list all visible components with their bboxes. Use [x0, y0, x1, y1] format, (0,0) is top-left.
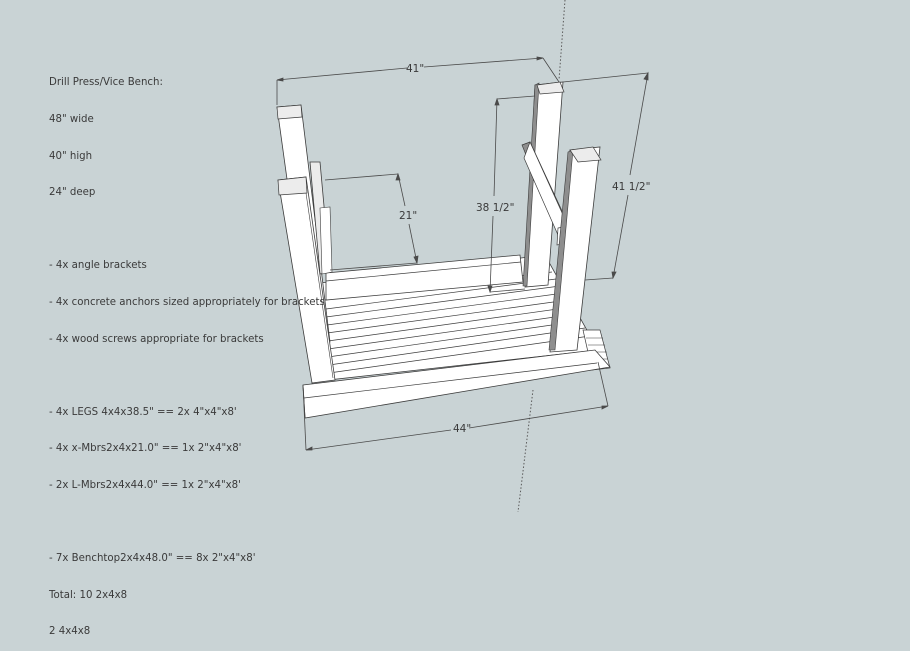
notes-line: - 4x wood screws appropriate for bracket… — [49, 333, 264, 345]
dimension-41in — [276, 56, 560, 105]
dimension-38-5in — [487, 95, 536, 294]
dimension-label-41in: 41" — [406, 63, 424, 75]
leg-right-front — [548, 146, 602, 353]
dimension-label-41-5in: 41 1/2" — [612, 181, 650, 193]
dimension-41-5in — [562, 71, 649, 281]
notes-spacer — [49, 224, 325, 236]
notes-line: - 4x x-Mbrs2x4x21.0" == 1x 2"x4"x8' — [49, 443, 242, 455]
dimension-label-44in: 44" — [453, 423, 471, 435]
dimension-label-21in: 21" — [399, 210, 417, 222]
notes-line: - 4x concrete anchors sized appropriatel… — [49, 296, 325, 308]
notes-line: 24" deep — [49, 187, 96, 199]
notes-line: - 4x angle brackets — [49, 260, 147, 272]
x-member-left — [309, 161, 333, 275]
vertical-axis-line — [558, 0, 566, 81]
notes-title: Drill Press/Vice Bench: — [49, 77, 163, 89]
notes-spacer — [49, 517, 325, 529]
leg-left-front — [277, 176, 336, 384]
notes-line: 2 4x4x8 — [49, 626, 91, 638]
notes-line: - 4x LEGS 4x4x38.5" == 2x 4"x4"x8' — [49, 406, 237, 418]
dimension-44in — [302, 361, 609, 451]
notes-line: - 7x Benchtop2x4x48.0" == 8x 2"x4"x8' — [49, 553, 256, 565]
dimension-21in — [324, 172, 419, 271]
notes-line: Total: 10 2x4x8 — [49, 589, 128, 601]
notes-line: 40" high — [49, 150, 93, 162]
benchtop — [302, 254, 611, 419]
dimension-label-38-5in: 38 1/2" — [476, 202, 514, 214]
model-notes: Drill Press/Vice Bench: 48" wide 40" hig… — [49, 53, 325, 651]
vertical-axis-line-lower — [517, 389, 534, 512]
notes-line: - 2x L-Mbrs2x4x44.0" == 1x 2"x4"x8' — [49, 479, 241, 491]
model-viewport[interactable]: 41" 21" 38 1/2" 41 1/2" 44" — [0, 0, 910, 512]
notes-spacer — [49, 370, 325, 382]
notes-line: 48" wide — [49, 114, 94, 125]
